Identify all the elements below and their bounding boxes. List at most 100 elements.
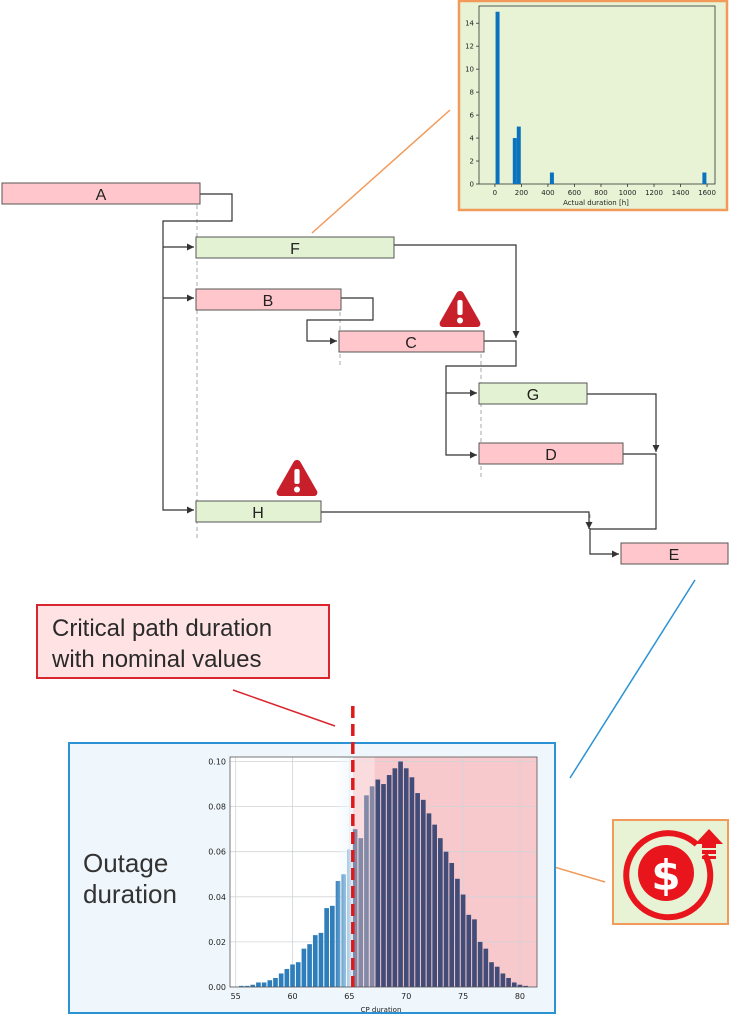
- task-bar: [195, 236, 395, 259]
- distribution-bar: [489, 962, 494, 987]
- distribution-bar: [409, 777, 415, 987]
- distribution-bar: [352, 829, 358, 987]
- x-tick-label: 400: [541, 189, 554, 197]
- task-label: H: [252, 505, 264, 522]
- distribution-bar: [239, 985, 244, 987]
- y-tick-label: 0.08: [208, 803, 226, 812]
- plot-frame: [229, 756, 538, 988]
- task-label: B: [263, 293, 274, 310]
- distribution-bar: [330, 905, 335, 987]
- distribution-bar: [307, 944, 312, 987]
- distribution-bar: [312, 935, 318, 987]
- task-H: H: [195, 500, 322, 523]
- task-A: A: [1, 182, 201, 205]
- distribution-bar: [324, 908, 329, 987]
- y-tick-label: 0: [470, 181, 474, 189]
- distribution-bar: [466, 914, 472, 987]
- distribution-bar: [375, 779, 381, 987]
- x-tick-label: 1600: [698, 189, 716, 197]
- distribution-bar: [295, 962, 301, 987]
- task-label: D: [545, 447, 557, 464]
- outage-label-line-2: duration: [83, 879, 177, 909]
- distribution-bar: [438, 838, 443, 987]
- distribution-bar: [523, 985, 528, 987]
- distribution-bar: [403, 768, 409, 987]
- distribution-bar: [244, 985, 250, 987]
- distribution-bar: [256, 982, 261, 987]
- x-tick-label: 1000: [619, 189, 637, 197]
- cost-increase-icon: $: [623, 829, 723, 921]
- inset-x-axis-label: Actual duration [h]: [563, 199, 629, 207]
- warning-triangle-icon: [276, 460, 318, 496]
- task-bar: [478, 442, 624, 465]
- distribution-bar: [301, 948, 307, 987]
- distribution-bar: [472, 919, 477, 987]
- y-tick-label: 0.00: [208, 983, 226, 992]
- task-label: G: [527, 387, 539, 404]
- nominal-fade: [334, 757, 353, 987]
- distribution-bar: [318, 932, 324, 987]
- distribution-pointer-line: [569, 579, 696, 779]
- y-tick-label: 0.06: [208, 848, 226, 857]
- y-tick-label: 8: [470, 89, 474, 97]
- histogram-bar: [495, 11, 500, 184]
- distribution-bar: [449, 862, 455, 987]
- critical-path-callout: Critical path duration with nominal valu…: [36, 604, 330, 679]
- task-label: C: [405, 335, 417, 352]
- svg-text:$: $: [651, 851, 680, 900]
- task-label: E: [669, 547, 680, 564]
- cp-duration-distribution: Outage duration 0.00 0.02 0.04 0.06 0.08 0.10…: [68, 706, 556, 1014]
- y-tick-label: 14: [465, 20, 474, 28]
- distribution-bar: [460, 894, 466, 987]
- warning-triangle-icon: [439, 291, 481, 327]
- outage-label-line-1: Outage: [83, 848, 168, 878]
- distribution-bar: [273, 977, 278, 987]
- x-tick-label: 200: [515, 189, 528, 197]
- distribution-bar: [392, 768, 398, 987]
- y-tick-label: 0.04: [208, 893, 226, 902]
- x-tick-label: 800: [594, 189, 607, 197]
- y-tick-label: 0.02: [208, 938, 226, 947]
- task-bar: [1, 182, 201, 205]
- inset-pointer-line: [311, 109, 451, 234]
- distribution-bar: [517, 984, 523, 987]
- distribution-x-axis-label: CP duration: [361, 1006, 402, 1014]
- x-tick-label: 75: [458, 992, 468, 1001]
- distribution-bar: [267, 980, 273, 987]
- x-tick-label: 65: [344, 992, 354, 1001]
- y-tick-label: 4: [470, 135, 475, 143]
- x-tick-label: 80: [515, 992, 525, 1001]
- distribution-bar: [426, 813, 432, 987]
- distribution-bar: [386, 775, 392, 987]
- task-C: C: [338, 330, 485, 353]
- y-tick-label: 0.10: [208, 758, 226, 767]
- distribution-bar: [250, 984, 256, 987]
- task-bar: [195, 500, 322, 523]
- distribution-bar: [494, 966, 500, 987]
- y-tick-label: 6: [470, 112, 475, 120]
- callout-pointer-line: [232, 689, 336, 727]
- task-bar: [338, 330, 485, 353]
- task-E: E: [620, 542, 729, 565]
- x-tick-label: 55: [231, 992, 241, 1001]
- y-tick-label: 2: [470, 158, 474, 166]
- task-bar: [195, 288, 342, 311]
- distribution-bar: [261, 982, 267, 987]
- y-tick-label: 12: [465, 43, 474, 51]
- task-F: F: [195, 236, 395, 259]
- task-label: A: [96, 187, 107, 204]
- distribution-bar: [420, 799, 426, 987]
- distribution-bar: [432, 824, 437, 987]
- task-label: F: [290, 241, 300, 258]
- x-tick-label: 70: [401, 992, 411, 1001]
- distribution-bar: [415, 793, 420, 987]
- nominal-fade: [352, 757, 375, 987]
- callout-line-2: with nominal values: [51, 646, 261, 673]
- distribution-bar: [290, 964, 295, 987]
- histogram-bar: [549, 172, 554, 184]
- task-D: D: [478, 442, 624, 465]
